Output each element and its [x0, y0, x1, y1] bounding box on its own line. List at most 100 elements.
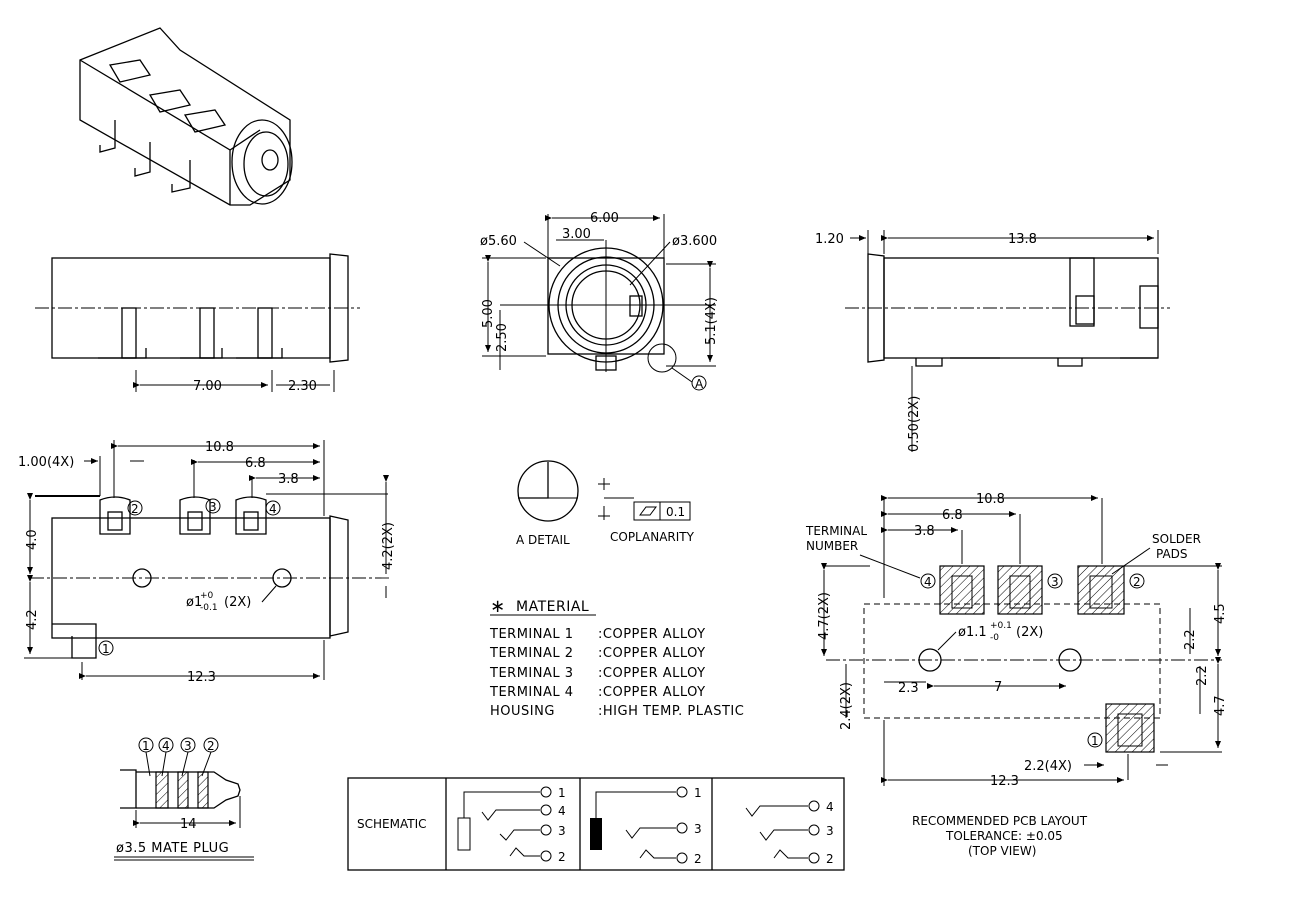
front-dim-dia-inner: ø3.600 — [672, 234, 717, 249]
pcb-terminal-label: TERMINAL — [805, 524, 867, 538]
schematic-pin: 2 — [826, 852, 834, 866]
top-dim-lower: 4.2 — [25, 609, 40, 630]
material-row-part: TERMINAL 4 — [489, 685, 574, 700]
right-dim-length: 13.8 — [1008, 232, 1037, 247]
front-dim-center: 2.50 — [495, 323, 510, 352]
top-view: 10.8 6.8 3.8 1.00(4X) 4.0 4.2 4.2(2X) ø1… — [18, 440, 396, 685]
top-dim-length: 12.3 — [187, 670, 216, 685]
top-dim-mid: 6.8 — [245, 456, 266, 471]
detail-a: 0.1 A DETAIL COPLANARITY — [516, 460, 695, 547]
plug-length: 14 — [180, 817, 197, 832]
pcb-pad-number: 1 — [1091, 734, 1099, 748]
material-row-spec: :COPPER ALLOY — [598, 646, 706, 661]
pcb-pad-number: 4 — [924, 575, 932, 589]
plug-caption: ø3.5 MATE PLUG — [116, 841, 229, 856]
front-dim-dia-outer: ø5.60 — [480, 234, 517, 249]
right-dim-flange: 1.20 — [815, 232, 844, 247]
side-dim-7: 7.00 — [193, 379, 222, 394]
pcb-dim-left-lower: 2.4(2X) — [839, 682, 854, 730]
pcb-dim-overall: 10.8 — [976, 492, 1005, 507]
side-view: 7.00 2.30 — [35, 253, 360, 394]
pcb-solder-label: SOLDER — [1152, 532, 1201, 546]
pcb-hole-tol-up: +0.1 — [990, 621, 1012, 631]
pcb-dim-right-mid: 2.2 — [1183, 629, 1198, 650]
pcb-caption-view: (TOP VIEW) — [968, 844, 1036, 858]
top-dim-hole-tol-dn: -0.1 — [200, 603, 218, 613]
front-view: 6.00 3.00 ø5.60 ø3.600 5.00 2.50 5.1(4X)… — [480, 211, 719, 391]
material-row-spec: :HIGH TEMP. PLASTIC — [598, 704, 744, 719]
material-row-spec: :COPPER ALLOY — [598, 666, 706, 681]
right-view: 1.20 13.8 0.50(2X) — [815, 230, 1170, 452]
pcb-pad-number: 3 — [1051, 575, 1059, 589]
top-dim-short: 3.8 — [278, 472, 299, 487]
front-dim-pin-height: 5.1(4X) — [704, 297, 719, 345]
top-dim-hole-tol-up: +0 — [200, 591, 214, 601]
plug-number: 4 — [162, 739, 170, 753]
pcb-dim-short: 3.8 — [914, 524, 935, 539]
pcb-dim-pad-width: 2.2(4X) — [1024, 759, 1072, 774]
schematic-pin: 1 — [558, 786, 566, 800]
schematic-pin: 2 — [694, 852, 702, 866]
pcb-hole-count: (2X) — [1016, 625, 1043, 640]
schematic-pin: 4 — [558, 804, 566, 818]
material-row-spec: :COPPER ALLOY — [598, 685, 706, 700]
pcb-dim-left-upper: 4.7(2X) — [817, 592, 832, 640]
side-dim-2-30: 2.30 — [288, 379, 317, 394]
detail-label: A DETAIL — [516, 533, 570, 547]
pcb-solder-label: PADS — [1156, 547, 1188, 561]
material-row-part: TERMINAL 3 — [489, 666, 574, 681]
top-terminal-1: 1 — [102, 642, 110, 656]
top-dim-hole-count: (2X) — [224, 595, 251, 610]
top-dim-pin-width: 1.00(4X) — [18, 455, 74, 470]
top-dim-overall: 10.8 — [205, 440, 234, 455]
schematic-label: SCHEMATIC — [357, 817, 426, 831]
pcb-caption-title: RECOMMENDED PCB LAYOUT — [912, 814, 1088, 828]
plug-number: 3 — [184, 739, 192, 753]
schematic-table: SCHEMATIC 1 4 3 2 1 3 2 4 3 2 — [347, 777, 845, 871]
front-dim-height: 5.00 — [481, 299, 496, 328]
pcb-hole-tol-dn: -0 — [990, 633, 999, 643]
material-table: ∗ MATERIAL TERMINAL 1 :COPPER ALLOY TERM… — [489, 596, 744, 719]
top-terminal-2: 2 — [131, 502, 139, 516]
material-star: ∗ — [490, 596, 506, 617]
mate-plug: 1 4 3 2 14 ø3.5 MATE PLUG — [114, 737, 254, 861]
pcb-dim-hole-gap: 7 — [994, 680, 1002, 695]
material-row-part: TERMINAL 2 — [489, 646, 574, 661]
pcb-dim-right-mid2: 2.2 — [1195, 665, 1210, 686]
isometric-view — [79, 27, 293, 206]
pcb-dim-mid: 6.8 — [942, 508, 963, 523]
schematic-pin: 4 — [826, 800, 834, 814]
material-row-spec: :COPPER ALLOY — [598, 627, 706, 642]
schematic-pin: 3 — [826, 824, 834, 838]
front-dim-half: 3.00 — [562, 227, 591, 242]
schematic-pin: 1 — [694, 786, 702, 800]
pcb-dim-length: 12.3 — [990, 774, 1019, 789]
top-dim-right: 4.2(2X) — [381, 522, 396, 570]
pcb-caption-tolerance: TOLERANCE: ±0.05 — [945, 829, 1063, 843]
detail-coplanarity-value: 0.1 — [666, 505, 685, 519]
pcb-dim-hole-x: 2.3 — [898, 681, 919, 696]
front-dim-width: 6.00 — [590, 211, 619, 226]
right-dim-pin-width: 0.50(2X) — [907, 396, 922, 452]
pcb-layout: 10.8 6.8 3.8 TERMINAL NUMBER SOLDER PADS… — [805, 492, 1228, 858]
top-terminal-4: 4 — [269, 502, 277, 516]
top-dim-hole: ø1 — [186, 595, 202, 610]
material-row-part: HOUSING — [490, 704, 555, 719]
pcb-dim-right-top: 4.5 — [1213, 603, 1228, 624]
top-dim-upper: 4.0 — [25, 529, 40, 550]
material-row-part: TERMINAL 1 — [489, 627, 574, 642]
plug-number: 1 — [142, 739, 150, 753]
pcb-pad-number: 2 — [1133, 575, 1141, 589]
schematic-pin: 3 — [558, 824, 566, 838]
top-terminal-3: 3 — [209, 500, 217, 514]
schematic-pin: 2 — [558, 850, 566, 864]
plug-number: 2 — [207, 739, 215, 753]
pcb-dim-right-low: 4.7 — [1213, 695, 1228, 716]
pcb-hole-dia: ø1.1 — [958, 625, 987, 640]
front-detail-callout: A — [695, 377, 704, 391]
detail-coplanarity-label: COPLANARITY — [610, 530, 695, 544]
material-title: MATERIAL — [516, 599, 589, 615]
schematic-pin: 3 — [694, 822, 702, 836]
pcb-terminal-label: NUMBER — [806, 539, 858, 553]
